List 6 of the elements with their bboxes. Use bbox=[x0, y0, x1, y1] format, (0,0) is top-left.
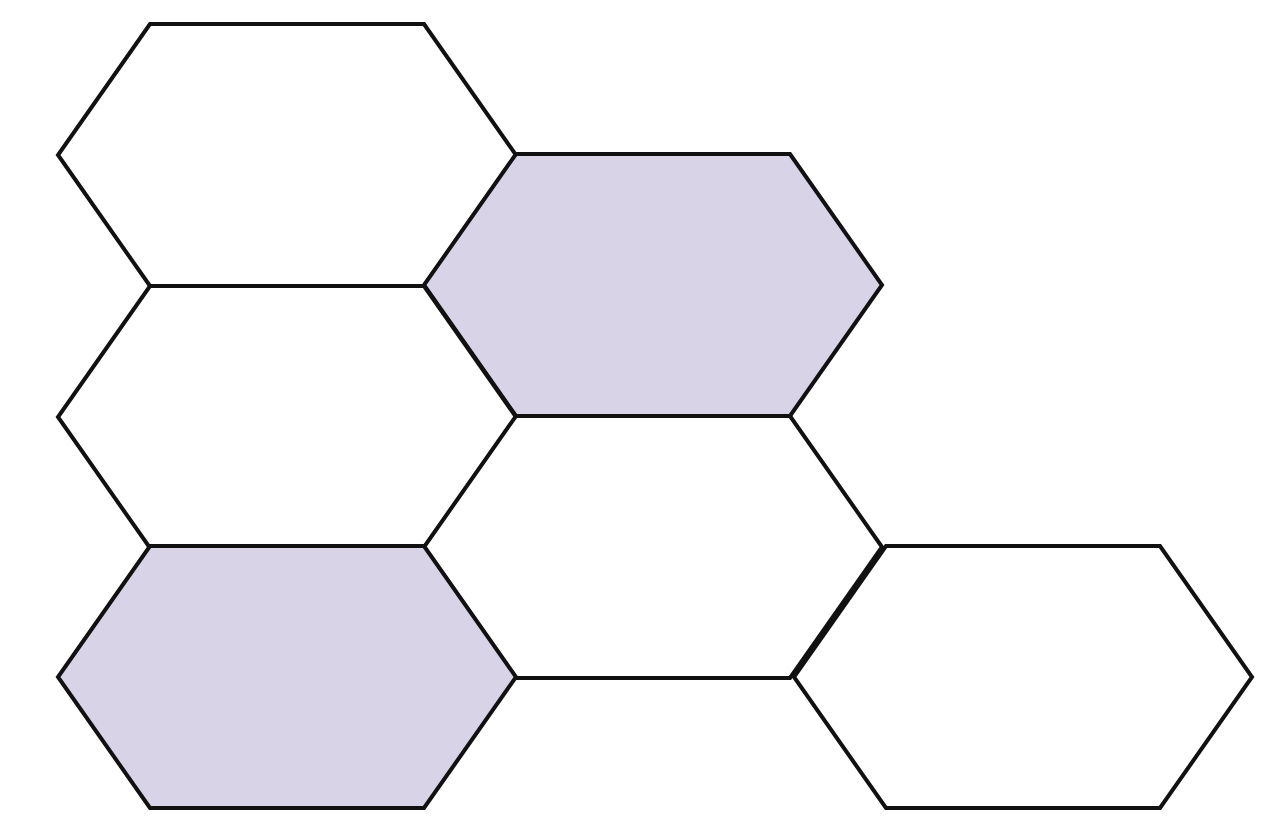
hexagon-shape bbox=[58, 24, 516, 286]
hexagon-shape bbox=[58, 546, 516, 808]
hexagon-shape bbox=[424, 416, 882, 678]
hexagon-shape bbox=[794, 546, 1252, 808]
hexagon-shape bbox=[58, 286, 516, 548]
hexagon-shape bbox=[424, 154, 882, 416]
